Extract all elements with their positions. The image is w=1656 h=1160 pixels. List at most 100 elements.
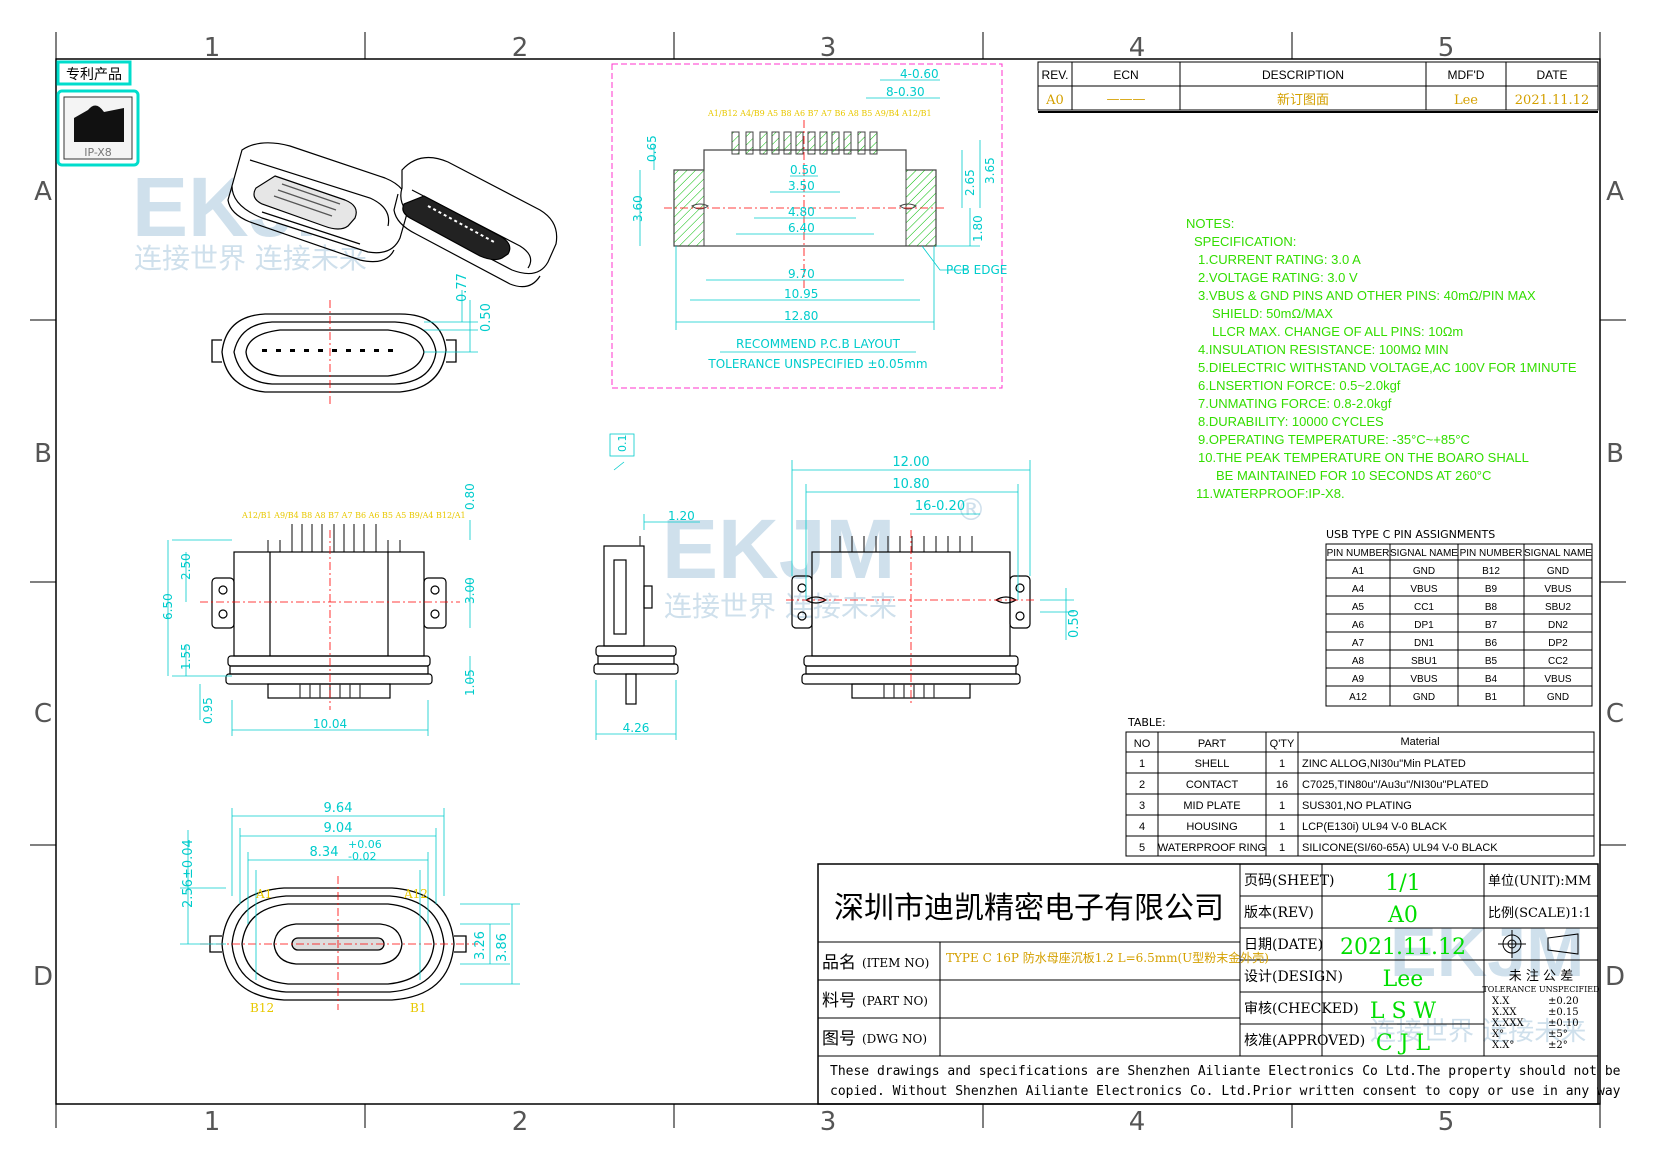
sheet-value: 1/1 (1385, 871, 1420, 896)
pin-table-cell: DN2 (1548, 620, 1568, 631)
material-table-cell: WATERPROOF RING (1158, 842, 1266, 854)
side-view: 0.1 1.20 4.26 (593, 433, 700, 740)
row-a-left: A (34, 177, 52, 207)
mate-label-a12: A12 (403, 887, 428, 901)
pin-hdr-1: PIN NUMBER (1327, 548, 1390, 559)
watermark-brand-3: EKJM (1390, 913, 1584, 991)
company-name: 深圳市迪凯精密电子有限公司 (834, 891, 1224, 926)
col-2-bottom: 2 (512, 1107, 529, 1137)
rear-pins (839, 536, 973, 552)
pin-table-cell: VBUS (1544, 584, 1572, 595)
pin-table: USB TYPE C PIN ASSIGNMENTS PIN NUMBER SI… (1325, 528, 1593, 707)
watermark-brand-2: EKJM (662, 502, 895, 596)
pin-table-cell: B9 (1485, 584, 1498, 595)
material-table-cell: 5 (1139, 842, 1145, 854)
pcb-tolerance: TOLERANCE UNSPECIFIED ±0.05mm (707, 357, 927, 371)
pin-table-cell: B6 (1485, 638, 1498, 649)
design-label: 设计(DESIGN) (1244, 969, 1343, 985)
pin-table-cell: VBUS (1544, 674, 1572, 685)
mate-dim-8.34: 8.34 (310, 845, 339, 860)
checked-value: L S W (1370, 999, 1437, 1024)
note-10-cont: BE MAINTAINED FOR 10 SECONDS AT 260°C (1216, 468, 1491, 483)
front-dim-0.77: 0.77 (455, 273, 470, 302)
pcb-dim-9.70: 9.70 (788, 267, 815, 281)
projection-symbol-icon (1498, 930, 1579, 958)
pin-table-cell: SBU2 (1545, 602, 1572, 613)
patent-label: 专利产品 (66, 67, 122, 83)
patent-badge: 专利产品 IP-X8 (56, 60, 140, 167)
disclaimer-line-1: These drawings and specifications are Sh… (830, 1064, 1621, 1079)
approved-label: 核准(APPROVED) (1244, 1033, 1365, 1049)
item-value: TYPE C 16P 防水母座沉板1.2 L=6.5mm(U型粉末金外壳) (946, 950, 1269, 965)
tolerance-value: ±0.20 (1548, 996, 1579, 1007)
row-c-left: C (34, 699, 52, 729)
mate-dim-3.26: 3.26 (473, 931, 488, 960)
col-3-bottom: 3 (820, 1107, 837, 1137)
mat-hdr-part: PART (1198, 738, 1227, 750)
pcb-layout-title: RECOMMEND P.C.B LAYOUT (736, 337, 901, 351)
rev-value-ecn: ——— (1107, 92, 1146, 107)
scale-label: 比例(SCALE)1:1 (1488, 906, 1591, 921)
material-table-cell: SHELL (1195, 758, 1230, 770)
material-table-cell: 1 (1139, 758, 1145, 770)
material-table-cell: HOUSING (1186, 821, 1237, 833)
mate-label-b1: B1 (410, 1001, 426, 1015)
item-label: 品名 (822, 953, 856, 973)
tolerance-value: ±0.10 (1548, 1018, 1579, 1029)
tolerance-format: X.XXX (1492, 1018, 1525, 1029)
mate-dim-9.64: 9.64 (324, 801, 353, 816)
rev-value-date: 2021.11.12 (1515, 93, 1589, 108)
top-dim-0.95: 0.95 (201, 697, 215, 724)
material-table-cell: SILICONE(SI/60-65A) UL94 V-0 BLACK (1302, 842, 1498, 854)
mate-label-b12: B12 (250, 1001, 274, 1015)
title-block: 深圳市迪凯精密电子有限公司 品名 (ITEM NO) 料号 (PART NO) … (817, 863, 1621, 1105)
top-pins (267, 524, 401, 552)
pin-table-cell: A9 (1352, 674, 1365, 685)
watermark-slogan-3: 连接世界 连接未来 (1370, 1017, 1586, 1047)
approved-value: C J L (1376, 1031, 1431, 1056)
top-dim-1.05: 1.05 (463, 669, 477, 696)
rev-header-ecn: ECN (1113, 68, 1138, 82)
notes-block: NOTES: SPECIFICATION: 1.CURRENT RATING: … (1186, 216, 1577, 501)
material-table-cell: 2 (1139, 779, 1145, 791)
watermark-slogan-2: 连接世界 连接未来 (664, 590, 897, 623)
top-dim-3.00: 3.00 (463, 577, 477, 604)
tolerance-format: X.X (1492, 996, 1510, 1007)
note-3-llcr: LLCR MAX. CHANGE OF ALL PINS: 10Ωm (1212, 324, 1463, 339)
tolerance-value: ±2° (1548, 1040, 1568, 1051)
pin-table-cell: DP1 (1414, 620, 1434, 631)
pcb-dim-0.50: 0.50 (790, 163, 817, 177)
pin-table-cell: A4 (1352, 584, 1365, 595)
pin-table-cell: CC1 (1414, 602, 1434, 613)
note-6: 6.LNSERTION FORCE: 0.5~2.0kgf (1198, 378, 1401, 393)
rev-value-description: 新订图面 (1277, 92, 1329, 108)
pin-table-cell: B5 (1485, 656, 1498, 667)
pcb-pads (731, 131, 878, 155)
pin-table-cell: DP2 (1548, 638, 1568, 649)
mate-dim-9.04: 9.04 (324, 821, 353, 836)
pin-table-cell: GND (1413, 692, 1435, 703)
tolerance-format: X.XX (1492, 1007, 1517, 1018)
mate-dim-plus: +0.06 (348, 838, 382, 851)
pcb-dim-6.40: 6.40 (788, 221, 815, 235)
rev-value-mdfd: Lee (1454, 93, 1478, 108)
top-dim-0.80: 0.80 (463, 483, 477, 510)
note-5: 5.DIELECTRIC WITHSTAND VOLTAGE,AC 100V F… (1198, 360, 1577, 375)
material-table-cell: CONTACT (1186, 779, 1239, 791)
pcb-dim-1.80: 1.80 (971, 215, 985, 242)
material-table-cell: 4 (1139, 821, 1145, 833)
material-table-cell: MID PLATE (1183, 800, 1240, 812)
pin-table-cell: A1 (1352, 566, 1365, 577)
top-dim-10.04: 10.04 (313, 717, 347, 731)
tolerance-rows: X.X±0.20X.XX±0.15X.XXX±0.10X°±5°X.X°±2° (1492, 996, 1579, 1051)
material-table-cell: 16 (1276, 779, 1288, 791)
material-table-cell: 1 (1279, 758, 1285, 770)
tol-title: 未 注 公 差 (1509, 969, 1573, 984)
rev-label: 版本(REV) (1244, 905, 1314, 921)
mat-hdr-qty: Q'TY (1270, 738, 1295, 750)
watermark-registered-2: ® (956, 493, 986, 528)
notes-title: NOTES: (1186, 216, 1234, 231)
row-d-right: D (1605, 962, 1625, 992)
sheet-label: 页码(SHEET) (1244, 873, 1335, 889)
row-c-right: C (1606, 699, 1624, 729)
